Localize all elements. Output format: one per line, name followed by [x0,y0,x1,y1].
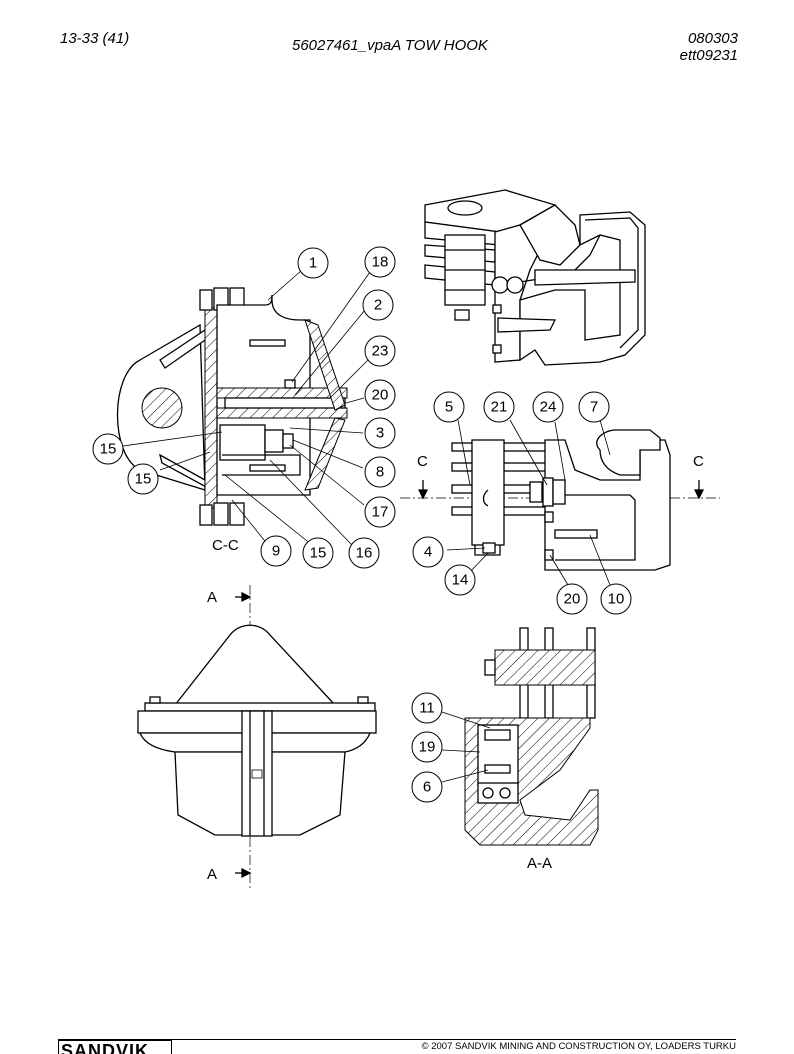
callout-10: 10 [600,583,632,615]
section-marker-a-top: A [207,589,217,606]
callout-9: 9 [260,535,292,567]
svg-text:17: 17 [372,504,389,521]
svg-text:1: 1 [309,255,317,272]
svg-text:15: 15 [310,545,327,562]
callout-17: 17 [364,496,396,528]
callout-21: 21 [483,391,515,423]
svg-text:15: 15 [100,441,117,458]
svg-text:24: 24 [540,399,557,416]
svg-text:7: 7 [590,399,598,416]
page-number: 13-33 (41) [60,30,130,47]
svg-text:23: 23 [372,343,389,360]
callout-15-bottom: 15 [302,537,334,569]
svg-text:9: 9 [272,543,280,560]
svg-text:14: 14 [452,572,469,589]
svg-text:16: 16 [356,545,373,562]
copyright-notice: © 2007 SANDVIK MINING AND CONSTRUCTION O… [421,1041,736,1052]
top-view [400,429,720,571]
callout-24: 24 [532,391,564,423]
document-title: 56027461_vpaA TOW HOOK [292,37,488,54]
callout-20-lower: 20 [556,583,588,615]
svg-text:8: 8 [376,464,384,481]
callout-19: 19 [411,731,443,763]
svg-text:15: 15 [135,471,152,488]
svg-text:19: 19 [419,739,436,756]
svg-text:21: 21 [491,399,508,416]
callout-15-lower-left: 15 [127,463,159,495]
footer-rule [58,1039,736,1040]
section-a-a [464,627,599,846]
callout-4: 4 [412,536,444,568]
sandvik-logo: SANDVIK [58,1040,172,1054]
svg-text:18: 18 [372,254,389,271]
callout-11: 11 [411,692,443,724]
section-c-c [116,287,348,526]
svg-text:2: 2 [374,297,382,314]
svg-text:5: 5 [445,399,453,416]
svg-text:11: 11 [419,700,435,717]
callout-15-left: 15 [92,433,124,465]
leader-lines [122,269,611,783]
svg-text:20: 20 [564,591,581,608]
section-marker-c-left: C [417,453,428,470]
callout-23: 23 [364,335,396,367]
callout-6: 6 [411,771,443,803]
section-marker-c-right: C [693,453,704,470]
svg-text:20: 20 [372,387,389,404]
front-view [137,585,377,890]
svg-text:3: 3 [376,425,384,442]
callout-5: 5 [433,391,465,423]
callout-16: 16 [348,537,380,569]
callout-1: 1 [297,247,329,279]
callout-18: 18 [364,246,396,278]
date-code: 080303 [687,30,738,47]
svg-text:10: 10 [608,591,625,608]
view-label-a-a: A-A [527,855,552,872]
callout-2: 2 [362,289,394,321]
svg-text:6: 6 [423,779,431,796]
document-code: ett09231 [679,47,738,64]
svg-text:4: 4 [424,544,432,561]
callout-3: 3 [364,417,396,449]
callout-14: 14 [444,564,476,596]
callout-20-upper: 20 [364,379,396,411]
isometric-view [424,189,646,366]
section-marker-a-bottom: A [207,866,217,883]
callout-7: 7 [578,391,610,423]
view-label-c-c: C-C [212,537,239,554]
callout-8: 8 [364,456,396,488]
